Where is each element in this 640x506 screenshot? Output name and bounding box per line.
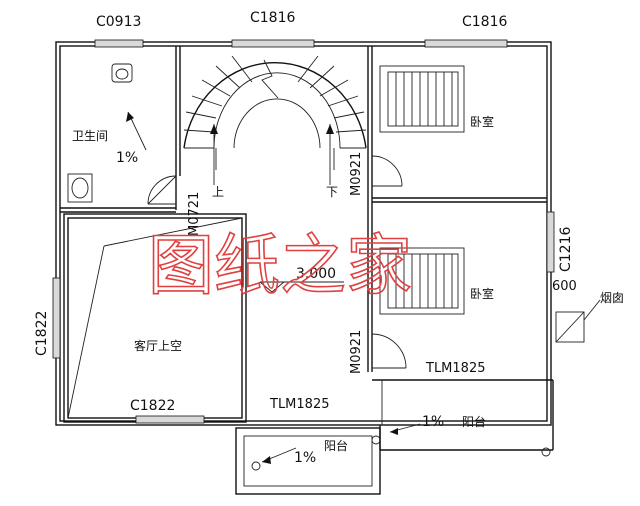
window-label-top-right: C1816 — [462, 14, 507, 30]
room-label-balcony-front: 阳台 — [324, 438, 348, 453]
spiral-staircase — [183, 55, 367, 185]
slope-balcony-front: 1% — [294, 450, 316, 466]
window-label-top-left: C0913 — [96, 14, 141, 30]
room-label-chimney: 烟囱 — [600, 291, 624, 305]
window-label-right: C1216 — [558, 227, 574, 272]
side-windows — [52, 211, 555, 424]
room-label-bedroom1: 卧室 — [470, 114, 494, 129]
room-label-balcony-right: 阳台 — [462, 414, 486, 429]
interior-walls — [60, 46, 554, 495]
balcony-posts — [251, 435, 551, 471]
stair-up-label: 上 — [212, 185, 224, 199]
top-windows — [94, 39, 508, 48]
window-label-bottom-left: C1822 — [130, 398, 175, 414]
window-label-top-mid: C1816 — [250, 10, 295, 26]
slope-balcony-right: 1% — [422, 414, 444, 430]
bed-1 — [379, 65, 465, 133]
window-label-left: C1822 — [34, 311, 50, 356]
slope-bathroom: 1% — [116, 150, 138, 166]
room-label-bedroom2: 卧室 — [470, 286, 494, 301]
washbasin-icon — [67, 173, 93, 203]
stair-down-label: 下 — [326, 185, 338, 199]
bathroom-slope-arrow — [126, 111, 147, 151]
door-label-balcony-mid: TLM1825 — [269, 397, 329, 412]
living-void-outline — [67, 217, 243, 419]
door-label-stair-left: M0721 — [187, 192, 202, 236]
watermark: 图纸之家 — [148, 227, 412, 304]
chimney — [555, 299, 601, 343]
room-label-bathroom: 卫生间 — [72, 129, 108, 143]
level-value: 3.000 — [296, 266, 336, 282]
level-marker — [259, 281, 344, 293]
chimney-width: 600 — [552, 279, 577, 294]
balcony-slope-arrows — [261, 423, 421, 464]
room-label-living-void: 客厅上空 — [134, 338, 182, 353]
door-label-balcony-right: TLM1825 — [425, 361, 485, 376]
bed-2 — [379, 247, 465, 315]
door-label-bed2: M0921 — [349, 330, 364, 374]
toilet-icon — [111, 63, 133, 83]
doors — [147, 155, 407, 425]
door-label-stair-right: M0921 — [349, 152, 364, 196]
